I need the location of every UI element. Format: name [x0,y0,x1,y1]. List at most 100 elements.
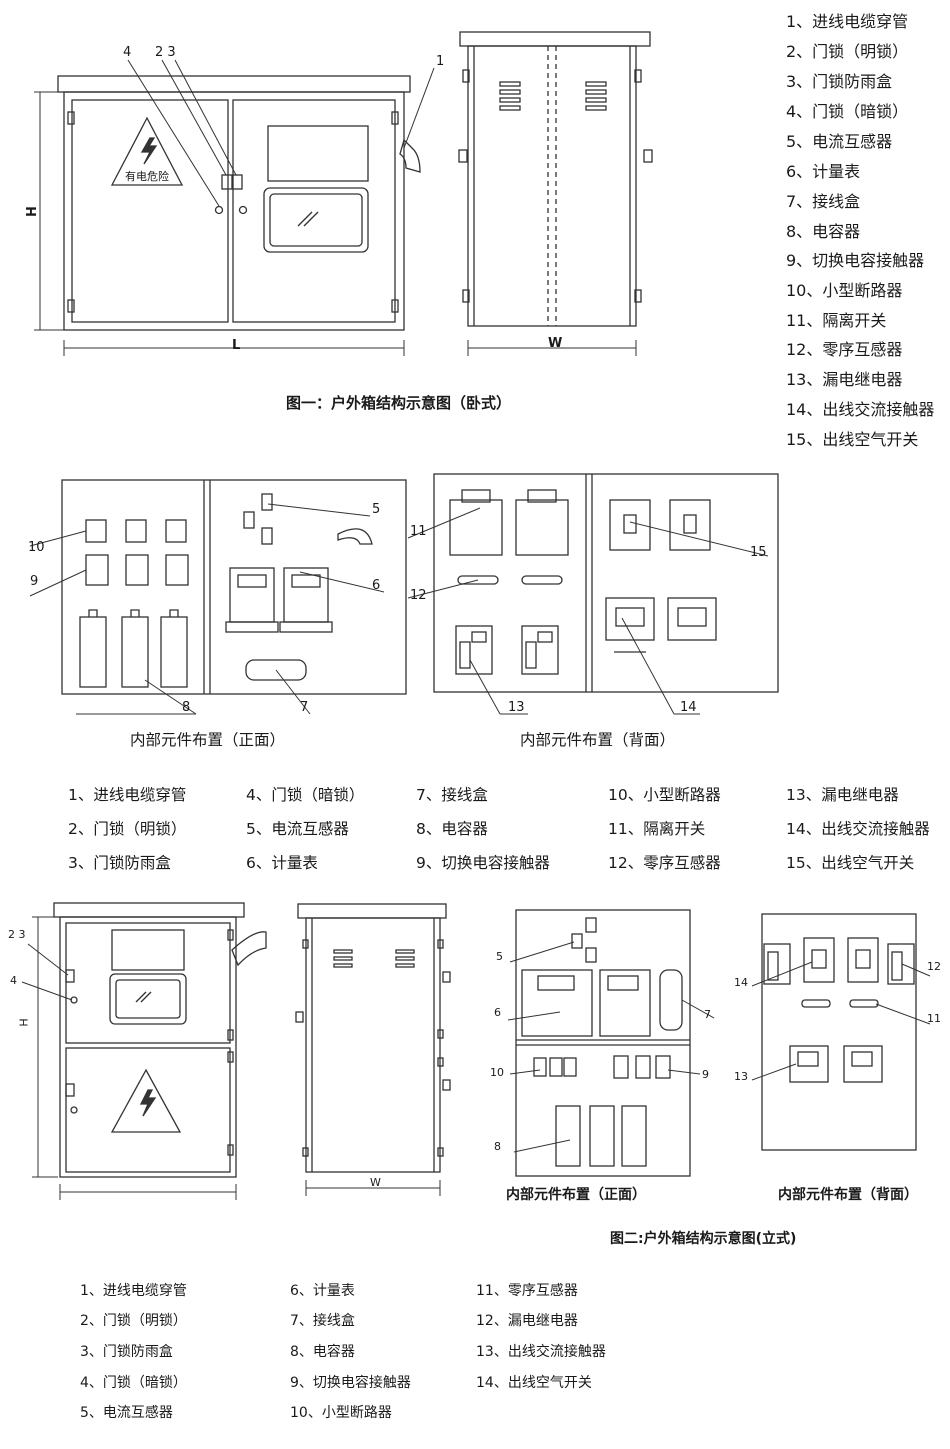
legend-mid-item: 4、门锁（暗锁） [246,786,365,804]
callout-9-fig2: 9 [702,1068,709,1081]
callout-14: 14 [680,700,697,715]
callout-11-fig2: 11 [927,1012,941,1025]
legend-mid-item: 5、电流互感器 [246,820,349,838]
legend-bottom-item: 5、电流互感器 [80,1405,173,1421]
callout-leaders-fig1 [127,59,435,207]
legend-bottom-item: 4、门锁（暗锁） [80,1375,187,1391]
dimension-lines-side1 [467,340,637,356]
callout-13-fig2: 13 [734,1070,748,1083]
callout-10: 10 [28,540,45,555]
legend-top-item: 3、门锁防雨盒 [786,72,893,91]
callout-5-fig2: 5 [496,950,503,963]
legend-bottom-item: 13、出线交流接触器 [476,1344,606,1360]
dimension-l-label: L [232,338,241,353]
legend-bottom-item: 10、小型断路器 [290,1405,392,1421]
legend-mid-item: 6、计量表 [246,854,318,872]
legend-mid-item: 13、漏电继电器 [786,786,899,804]
dimension-h-label: H [24,206,40,217]
legend-mid-item: 3、门锁防雨盒 [68,854,171,872]
callout-12: 12 [410,588,427,603]
dimension-h2-label: H [17,1018,31,1027]
figure-2-caption: 图二:户外箱结构示意图(立式) [610,1231,797,1247]
callout-1: 1 [436,54,445,69]
legend-top-item: 13、漏电继电器 [786,370,903,389]
callout-leaders-panel3 [507,941,715,1153]
callout-12-fig2: 12 [927,960,941,973]
legend-bottom-item: 9、切换电容接触器 [290,1375,411,1391]
callout-6: 6 [372,578,381,593]
callout-14-fig2: 14 [734,976,748,989]
panel-front-caption: 内部元件布置（正面） [130,731,286,749]
callout-15: 15 [750,545,767,560]
internal-front-panel-2 [515,909,691,1177]
dimension-lines-fig1 [34,91,405,356]
legend-mid-item: 11、隔离开关 [608,820,706,838]
warning-text: 有电危险 [125,170,169,183]
legend-top-item: 10、小型断路器 [786,281,903,300]
legend-bottom-item: 3、门锁防雨盒 [80,1344,173,1360]
cabinet-side-horizontal [458,31,653,327]
legend-mid-item: 8、电容器 [416,820,488,838]
dimension-w2-label: W [370,1176,381,1189]
callout-leaders-panel1 [29,503,385,715]
callout-2-3: 2 3 [155,45,176,60]
legend-bottom-item: 14、出线空气开关 [476,1375,592,1391]
legend-bottom-item: 7、接线盒 [290,1313,355,1329]
dimension-w-label: W [548,336,563,351]
legend-top-item: 12、零序互感器 [786,340,903,359]
cabinet-front-horizontal [57,75,421,331]
panel-back-caption: 内部元件布置（背面） [520,731,676,749]
legend-mid-item: 10、小型断路器 [608,786,721,804]
legend-top-item: 1、进线电缆穿管 [786,12,909,31]
internal-back-panel-1 [433,473,779,693]
dimension-lines-side2 [305,1180,441,1196]
cabinet-side-vertical [295,903,451,1173]
callout-2-3-fig2: 2 3 [8,928,26,941]
legend-bottom-item: 11、零序互感器 [476,1283,578,1299]
legend-mid-item: 14、出线交流接触器 [786,820,930,838]
panel-back-caption-2: 内部元件布置（背面） [778,1187,918,1203]
legend-top-item: 2、门锁（明锁） [786,42,909,61]
legend-bottom-item: 6、计量表 [290,1283,355,1299]
legend-top-item: 9、切换电容接触器 [786,251,925,270]
legend-mid-item: 9、切换电容接触器 [416,854,550,872]
callout-leaders-panel2 [407,507,769,715]
callout-10-fig2: 10 [490,1066,504,1079]
legend-top-item: 15、出线空气开关 [786,430,919,449]
legend-top-item: 4、门锁（暗锁） [786,102,909,121]
figure-1-caption: 图一：户外箱结构示意图（卧式） [286,394,512,412]
callout-7: 7 [300,700,309,715]
legend-mid-item: 2、门锁（明锁） [68,820,187,838]
internal-back-panel-2 [761,913,917,1151]
callout-4-fig2: 4 [10,974,17,987]
callout-8-fig2: 8 [494,1140,501,1153]
legend-mid-item: 15、出线空气开关 [786,854,915,872]
callout-4: 4 [123,45,132,60]
callout-6-fig2: 6 [494,1006,501,1019]
legend-top-item: 14、出线交流接触器 [786,400,935,419]
callout-9: 9 [30,574,39,589]
callout-leaders-panel4 [751,961,931,1081]
legend-mid-item: 7、接线盒 [416,786,488,804]
callout-7-fig2: 7 [704,1008,711,1021]
legend-bottom-item: 12、漏电继电器 [476,1313,578,1329]
legend-bottom-item: 8、电容器 [290,1344,355,1360]
cabinet-front-vertical [53,902,267,1178]
internal-front-panel-1 [61,479,407,695]
dimension-lines-fig2 [21,916,237,1200]
legend-top-item: 5、电流互感器 [786,132,893,151]
callout-11: 11 [410,524,427,539]
legend-bottom-item: 1、进线电缆穿管 [80,1283,187,1299]
legend-top-item: 6、计量表 [786,162,861,181]
callout-13: 13 [508,700,525,715]
legend-top-item: 11、隔离开关 [786,311,887,330]
callout-5: 5 [372,502,381,517]
legend-top-item: 8、电容器 [786,222,861,241]
legend-mid-item: 1、进线电缆穿管 [68,786,187,804]
legend-bottom-item: 2、门锁（明锁） [80,1313,187,1329]
legend-mid-item: 12、零序互感器 [608,854,721,872]
panel-front-caption-2: 内部元件布置（正面） [506,1187,646,1203]
legend-top-item: 7、接线盒 [786,192,861,211]
callout-8: 8 [182,700,191,715]
